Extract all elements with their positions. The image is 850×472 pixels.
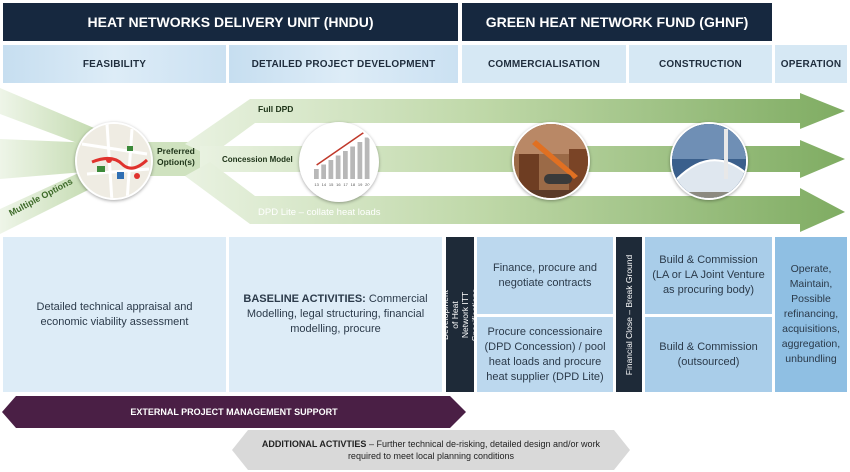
external-support-label: EXTERNAL PROJECT MANAGEMENT SUPPORT [130,407,338,417]
mini-chart-bar [328,160,334,179]
itt-specifications-bar: Development of Heat Network ITT Specific… [440,237,480,392]
procure-box: Procure concessionaire (DPD Concession) … [477,317,613,392]
map-icon [77,124,151,198]
label-preferred-options: Preferred Option(s) [157,146,195,167]
finance-text: Finance, procure and negotiate contracts [493,261,597,289]
mini-chart-tick-label: 19 [358,182,363,187]
baseline-text: Commercial Modelling, legal structuring,… [246,293,428,335]
mini-chart-tick-label: 18 [351,182,356,187]
itt-text: Development of Heat Network ITT Specific… [440,288,481,341]
build2-text: Build & Commission (outsourced) [659,340,758,368]
mini-chart-tick-label: 17 [343,182,348,187]
map-circle-image [75,122,153,200]
additional-wrap: ADDITIONAL ACTIVTIES – Further technical… [250,438,612,462]
mini-chart-tick-label: 16 [336,182,341,187]
baseline-bold: BASELINE ACTIVITIES: [243,293,366,305]
building-circle-image [670,122,748,200]
build1-text: Build & Commission (LA or LA Joint Ventu… [652,254,765,296]
feasibility-text: Detailed technical appraisal and economi… [36,300,193,328]
label-full-dpd: Full DPD [258,104,294,114]
procure-text: Procure concessionaire (DPD Concession) … [484,325,606,383]
external-support-bar [2,396,466,428]
phase-commercialisation: COMMERCIALISATION [462,45,626,83]
baseline-activities-box: BASELINE ACTIVITIES: Commercial Modellin… [229,237,442,392]
build-commission-la-box: Build & Commission (LA or LA Joint Ventu… [645,237,772,314]
financial-close-bar: Financial Close – Break Ground [616,237,642,392]
mini-chart-bar [314,169,319,179]
additional-text: – Further technical de-risking, detailed… [347,439,601,461]
mini-chart-bar [343,151,348,179]
phase-construction: CONSTRUCTION [629,45,772,83]
additional-bold: ADDITIONAL ACTIVTIES [261,439,367,449]
hndu-header: HEAT NETWORKS DELIVERY UNIT (HNDU) [3,3,458,41]
build-commission-outsourced-box: Build & Commission (outsourced) [645,317,772,392]
construction-circle-image [512,122,590,200]
mini-chart-tick-label: 13 [314,182,319,187]
ghnf-header: GREEN HEAT NETWORK FUND (GHNF) [462,3,772,41]
operate-text: Operate, Maintain, Possible refinancing,… [781,263,841,365]
phase-operation: OPERATION [775,45,847,83]
financial-close-text: Financial Close – Break Ground [624,254,635,375]
mini-chart-tick-label: 20 [365,182,370,187]
crane-photo [514,124,588,198]
feasibility-box: Detailed technical appraisal and economi… [3,237,226,392]
mini-chart-bar [357,142,363,179]
mini-chart-trend-line [316,129,368,166]
operate-box: Operate, Maintain, Possible refinancing,… [775,237,847,392]
building-photo [672,124,746,198]
branch-bottom [185,162,845,232]
branch-top [185,93,845,156]
baseline-text-wrap: BASELINE ACTIVITIES: Commercial Modellin… [235,292,436,337]
additional-activities-label: ADDITIONAL ACTIVTIES – Further technical… [250,432,612,468]
mini-chart-tick-label: 15 [329,182,334,187]
phase-detailed-development: DETAILED PROJECT DEVELOPMENT [229,45,458,83]
mini-chart-bar [321,164,326,179]
phase-feasibility: FEASIBILITY [3,45,226,83]
label-concession-model: Concession Model [222,155,293,164]
mini-chart-tick-label: 14 [322,182,327,187]
mini-chart-bar [335,155,341,179]
additional-activities-bar [232,430,630,470]
finance-box: Finance, procure and negotiate contracts [477,237,613,314]
label-dpd-lite: DPD Lite – collate heat loads [258,207,381,218]
mini-chart-bar [364,137,370,179]
mini-chart-bar [350,146,355,179]
